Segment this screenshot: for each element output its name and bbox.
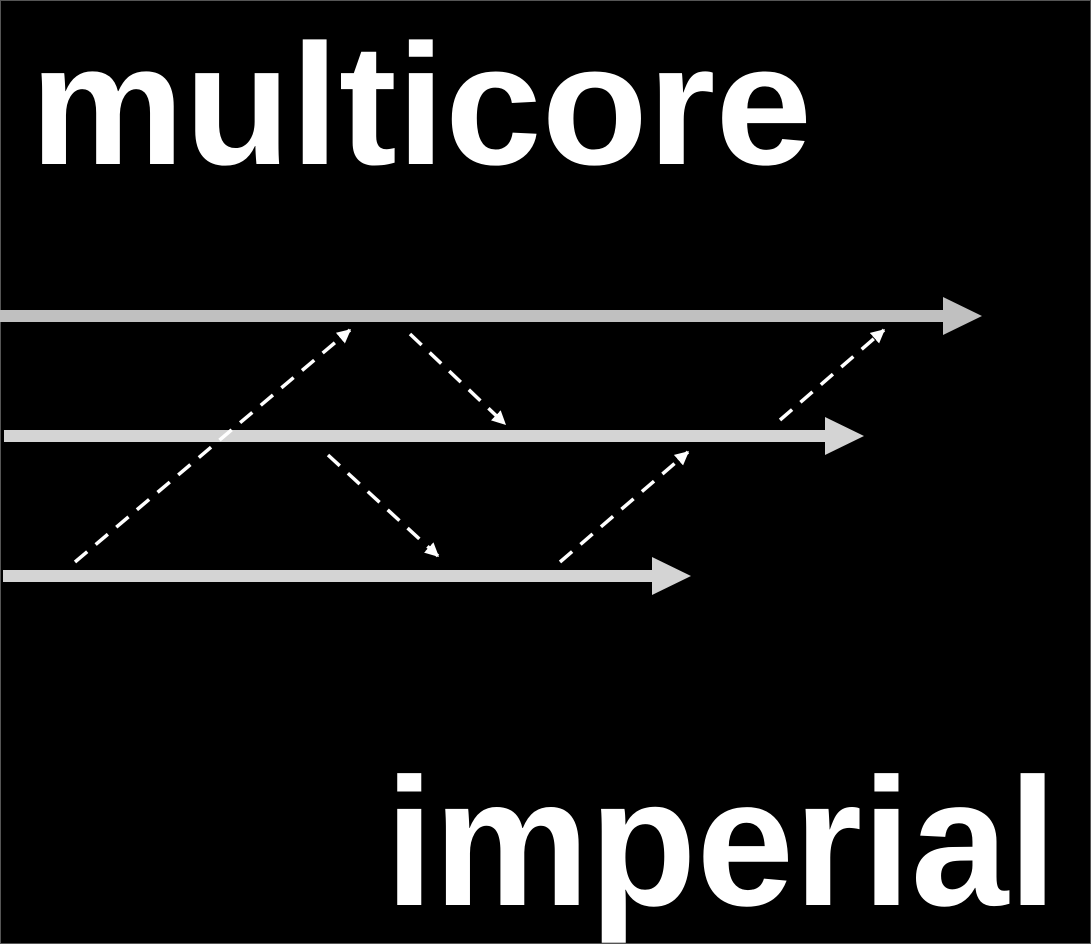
logo-top-word: multicore: [30, 9, 812, 201]
message-arrow: [778, 328, 886, 422]
message-arrow: [408, 332, 507, 426]
arrowhead: [943, 297, 982, 335]
message-arrow: [73, 328, 352, 564]
timeline-1: [0, 297, 982, 335]
arrowhead: [652, 557, 691, 595]
timeline-2: [4, 417, 864, 455]
logo-bottom-word: imperial: [385, 740, 1057, 944]
timeline-3: [3, 557, 691, 595]
arrowhead: [825, 417, 864, 455]
message-arrow: [558, 450, 690, 564]
